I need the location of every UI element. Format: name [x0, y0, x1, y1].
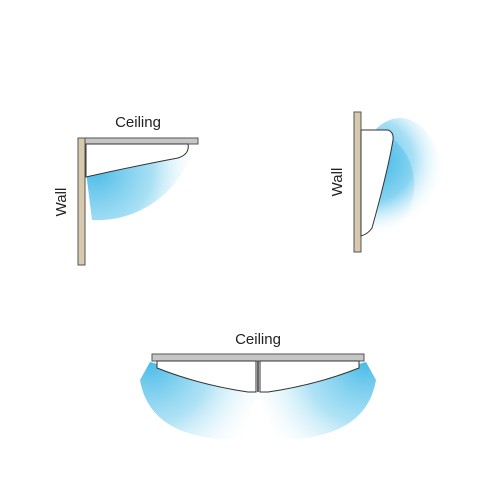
ceiling-label-top-left: Ceiling	[115, 114, 161, 131]
pendant-mount-group	[140, 353, 376, 440]
wall-bar-right	[353, 111, 362, 253]
light-fixture-pendant-left	[156, 360, 257, 393]
wall-label-right: Wall	[329, 168, 346, 197]
corner-mount-group	[77, 137, 199, 266]
wall-mount-group	[353, 111, 442, 253]
wall-bar-left	[77, 137, 86, 266]
light-beam-pendant-right	[258, 362, 376, 440]
light-fixture-corner	[85, 143, 189, 178]
light-fixture-wall	[360, 129, 394, 237]
wall-label-left: Wall	[53, 188, 70, 217]
ceiling-bar-top-left	[79, 137, 199, 145]
light-beam-pendant-left	[140, 362, 258, 440]
light-fixture-pendant-right	[259, 360, 360, 393]
ceiling-label-bottom: Ceiling	[235, 331, 281, 348]
ceiling-bar-bottom	[151, 353, 365, 362]
